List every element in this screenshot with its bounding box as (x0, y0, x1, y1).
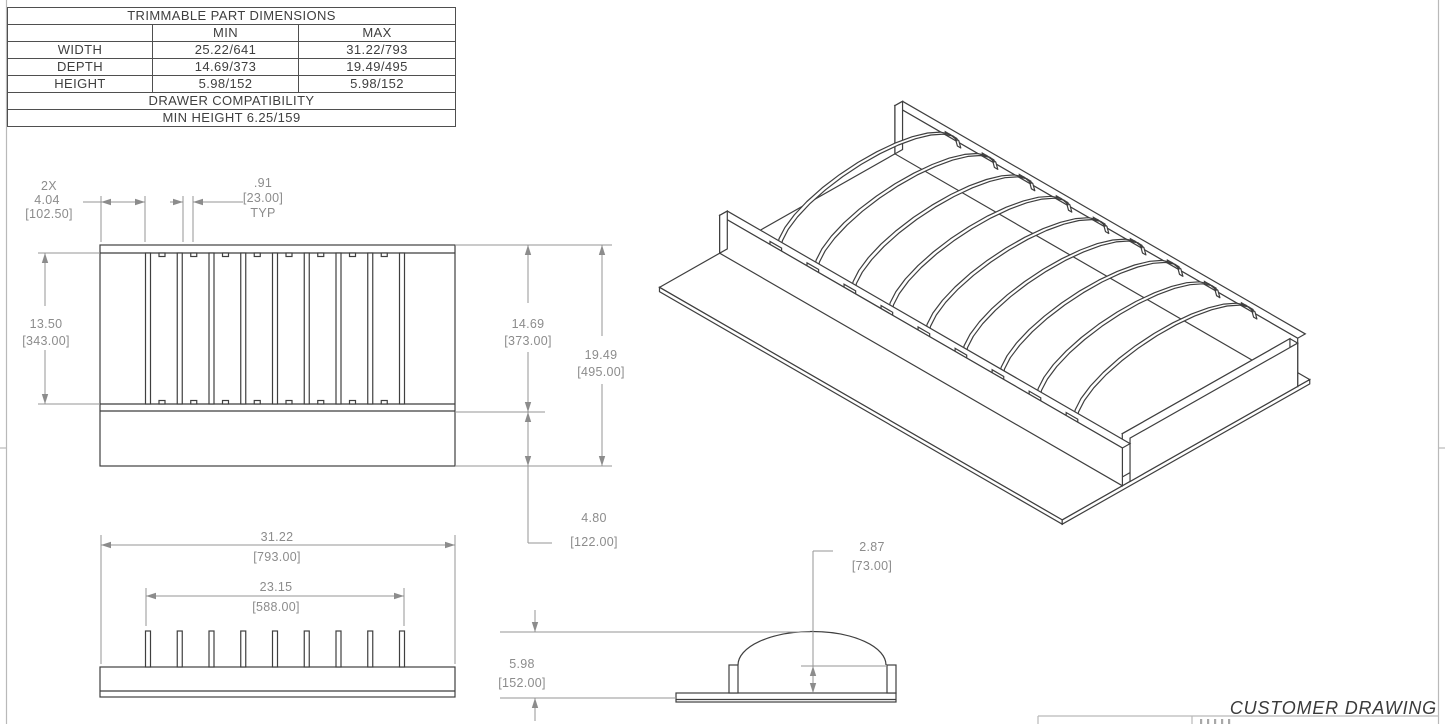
table-row-depth: DEPTH 14.69/373 19.49/495 (7, 58, 457, 76)
side-view (500, 550, 897, 721)
arched-divider (776, 131, 962, 251)
dimension-labels: 2X 4.04 [102.50] .91 [23.00] TYP 13.50 [… (22, 176, 892, 690)
customer-drawing-title: CUSTOMER DRAWING (1230, 698, 1437, 718)
row-min: 25.22/641 (152, 41, 299, 59)
arched-divider (998, 259, 1184, 380)
dim-2x-count-label: 2X (41, 179, 57, 193)
dim-598-in-label: 5.98 (509, 657, 535, 671)
row-max: 31.22/793 (297, 41, 457, 59)
table-row-height: HEIGHT 5.98/152 5.98/152 (7, 75, 457, 93)
row-label: HEIGHT (7, 75, 153, 93)
dim-1949-in-label: 19.49 (585, 348, 618, 362)
isometric-view (658, 100, 1311, 526)
arched-divider (1072, 302, 1258, 422)
dim-480-mm-label: [122.00] (570, 535, 618, 549)
dim-1469-mm-label: [373.00] (504, 334, 552, 348)
table-title: TRIMMABLE PART DIMENSIONS (6, 7, 457, 25)
row-label: DEPTH (7, 58, 153, 76)
dim-1350-in-label: 13.50 (30, 317, 63, 331)
dim-404-mm-label: [102.50] (25, 207, 73, 221)
dim-287-in-label: 2.87 (859, 540, 885, 554)
arched-divider (1035, 281, 1221, 401)
arched-divider (887, 195, 1073, 315)
trimmable-part-dimensions-table: TRIMMABLE PART DIMENSIONS MIN MAX WIDTH … (6, 7, 457, 127)
dim-2315-in-label: 23.15 (260, 580, 293, 594)
table-col-min: MIN (152, 24, 299, 42)
table-row-width: WIDTH 25.22/641 31.22/793 (7, 41, 457, 59)
table-drawer-compatibility: DRAWER COMPATIBILITY (6, 92, 457, 110)
arched-divider (813, 152, 999, 273)
row-min: 5.98/152 (152, 75, 299, 93)
dim-598-mm-label: [152.00] (498, 676, 546, 690)
dim-1469-in-label: 14.69 (512, 317, 545, 331)
dim-3122-mm-label: [793.00] (253, 550, 301, 564)
dim-3122-in-label: 31.22 (261, 530, 294, 544)
dim-404-in-label: 4.04 (34, 193, 60, 207)
row-label: WIDTH (7, 41, 153, 59)
arched-divider (961, 238, 1147, 358)
row-min: 14.69/373 (152, 58, 299, 76)
dim-1949-mm-label: [495.00] (577, 365, 625, 379)
arched-divider (850, 174, 1036, 294)
arched-divider (924, 217, 1110, 337)
table-col-max: MAX (297, 24, 457, 42)
plan-view (38, 196, 612, 544)
table-min-height-note: MIN HEIGHT 6.25/159 (6, 109, 457, 127)
row-max: 19.49/495 (297, 58, 457, 76)
dim-287-mm-label: [73.00] (852, 559, 892, 573)
front-view (99, 535, 456, 698)
row-max: 5.98/152 (297, 75, 457, 93)
table-corner-cell (7, 24, 153, 42)
dim-480-in-label: 4.80 (581, 511, 607, 525)
dim-91-typ-label: TYP (250, 206, 275, 220)
dim-91-mm-label: [23.00] (243, 191, 283, 205)
dim-91-in-label: .91 (254, 176, 272, 190)
dim-1350-mm-label: [343.00] (22, 334, 70, 348)
dim-2315-mm-label: [588.00] (252, 600, 300, 614)
